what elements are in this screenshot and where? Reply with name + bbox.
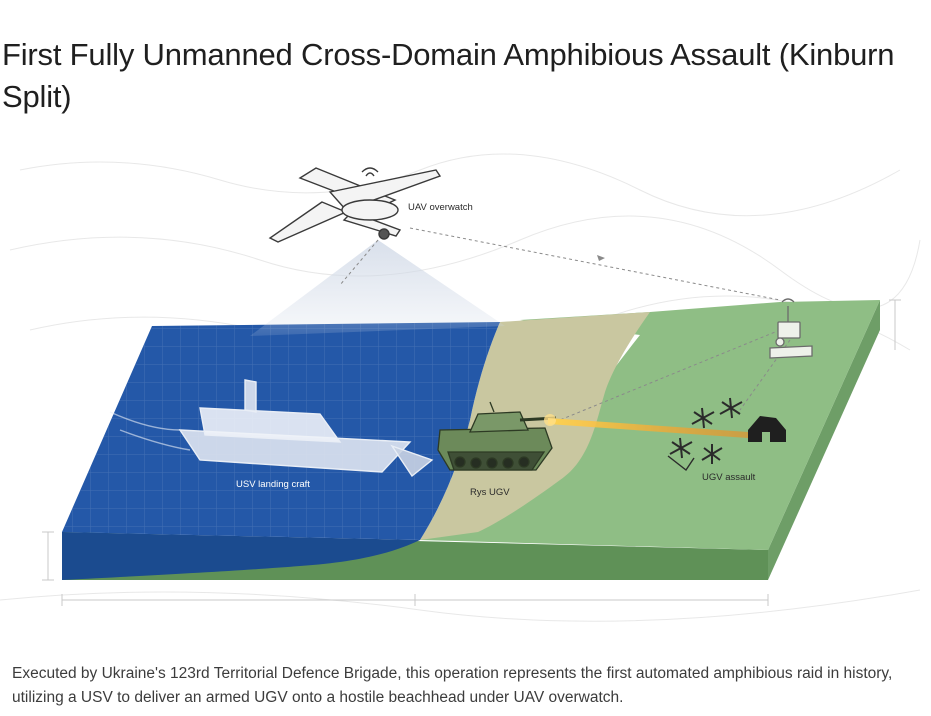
laser-beam: [548, 418, 748, 438]
water-front-side: [62, 532, 420, 580]
operator-station-icon: [769, 298, 813, 359]
bunker-icon: [748, 416, 786, 442]
dimension-lines: [42, 299, 901, 606]
uav-sensor-beam: [250, 240, 505, 336]
land-right-side: [768, 300, 880, 580]
label-usv-landing-craft: USV landing craft: [236, 479, 310, 490]
label-ugv-assault: UGV assault: [702, 472, 756, 483]
page-title: First Fully Unmanned Cross-Domain Amphib…: [2, 37, 895, 114]
caption: Executed by Ukraine's 123rd Territorial …: [12, 665, 893, 706]
uav-icon: [268, 167, 442, 243]
czech-hedgehog-icon: [667, 397, 743, 472]
label-rys-ugv: Rys UGV: [470, 487, 510, 498]
usv-boat-icon: [109, 379, 434, 478]
operation-diagram: UAV overwatch USV landing craft Rys UGV …: [0, 153, 921, 622]
label-uav-overwatch: UAV overwatch: [408, 202, 473, 213]
sand-beach: [420, 312, 650, 540]
